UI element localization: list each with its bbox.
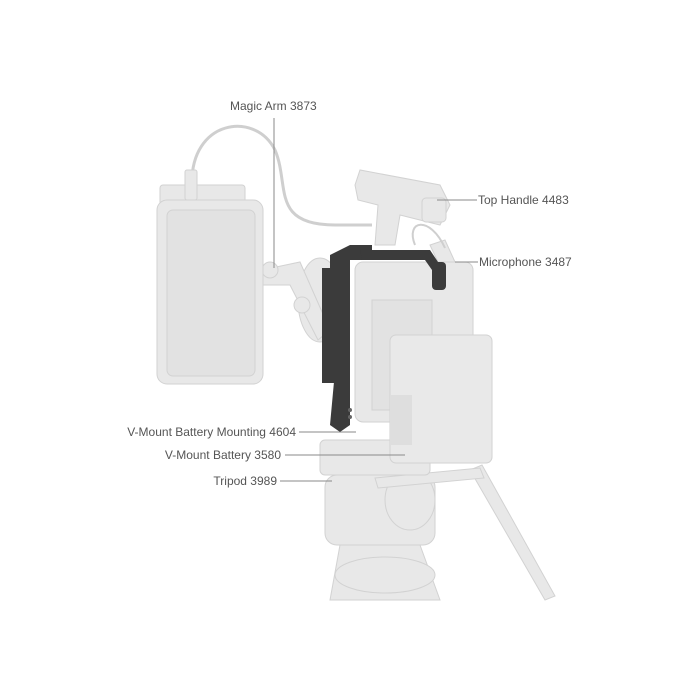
vmount-battery (389, 334, 493, 464)
label-magic-arm: Magic Arm 3873 (230, 99, 317, 113)
top-handle (354, 169, 451, 246)
label-vmount-battery: V-Mount Battery 3580 (164, 448, 281, 462)
label-tripod: Tripod 3989 (213, 474, 277, 488)
leader-lines (273, 118, 478, 482)
label-top-handle: Top Handle 4483 (478, 193, 569, 207)
monitor (156, 169, 264, 385)
label-vmount-mounting: V-Mount Battery Mounting 4604 (127, 425, 296, 439)
tripod (324, 464, 556, 601)
monitor-cable (190, 125, 372, 227)
label-microphone: Microphone 3487 (479, 255, 572, 269)
camera-cage (322, 245, 446, 432)
